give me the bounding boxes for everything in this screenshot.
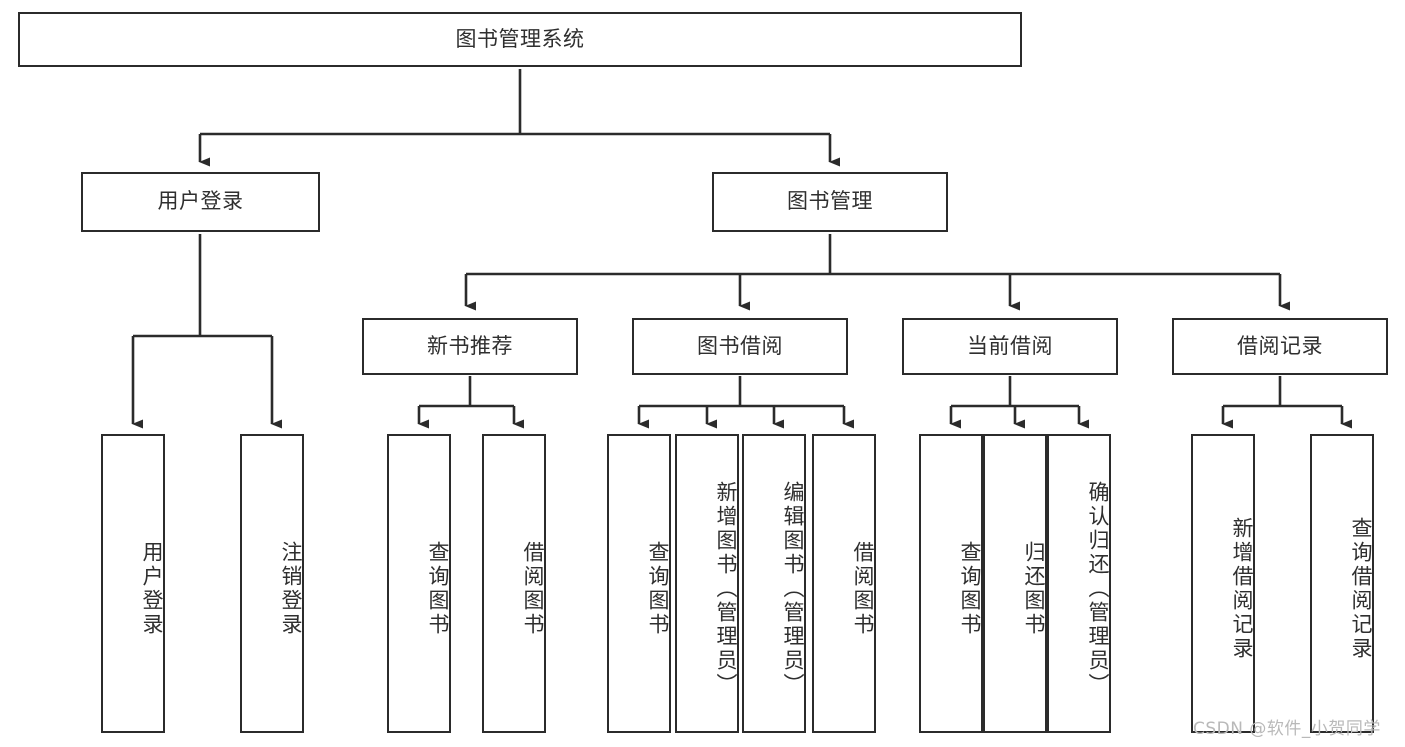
node-label: 新增图书（管理员） bbox=[714, 480, 738, 697]
node-label: 注销登录 bbox=[279, 540, 303, 637]
leaf-query-borrow-record[interactable]: 查询借阅记录 bbox=[1310, 434, 1374, 733]
node-label: 查询图书 bbox=[958, 540, 982, 637]
node-label: 图书借阅 bbox=[697, 333, 783, 358]
node-label: 查询图书 bbox=[426, 540, 450, 637]
node-label: 当前借阅 bbox=[967, 333, 1053, 358]
leaf-borrow-book[interactable]: 借阅图书 bbox=[812, 434, 876, 733]
leaf-add-borrow-record[interactable]: 新增借阅记录 bbox=[1191, 434, 1255, 733]
leaf-add-book-admin[interactable]: 新增图书（管理员） bbox=[675, 434, 739, 733]
node-label: 借阅记录 bbox=[1237, 333, 1323, 358]
node-user-login[interactable]: 用户登录 bbox=[81, 172, 320, 232]
node-label: 新增借阅记录 bbox=[1230, 516, 1254, 661]
node-label: 用户登录 bbox=[157, 189, 244, 214]
leaf-edit-book-admin[interactable]: 编辑图书（管理员） bbox=[742, 434, 806, 733]
node-book-borrow[interactable]: 图书借阅 bbox=[632, 318, 848, 375]
leaf-user-login[interactable]: 用户登录 bbox=[101, 434, 165, 733]
leaf-logout[interactable]: 注销登录 bbox=[240, 434, 304, 733]
watermark: CSDN @软件_小贺同学 bbox=[1193, 719, 1381, 739]
leaf-query-book-recommend[interactable]: 查询图书 bbox=[387, 434, 451, 733]
node-root-system[interactable]: 图书管理系统 bbox=[18, 12, 1022, 67]
node-label: 确认归还（管理员） bbox=[1086, 480, 1110, 697]
node-label: 查询借阅记录 bbox=[1349, 516, 1373, 661]
node-current-borrow[interactable]: 当前借阅 bbox=[902, 318, 1118, 375]
node-label: 查询图书 bbox=[646, 540, 670, 637]
leaf-confirm-return-admin[interactable]: 确认归还（管理员） bbox=[1047, 434, 1111, 733]
leaf-query-book-current[interactable]: 查询图书 bbox=[919, 434, 983, 733]
node-label: 图书管理系统 bbox=[455, 26, 585, 51]
node-label: 图书管理 bbox=[787, 189, 873, 214]
node-label: 用户登录 bbox=[140, 540, 164, 637]
node-label: 新书推荐 bbox=[427, 333, 513, 358]
node-label: 借阅图书 bbox=[851, 540, 875, 637]
leaf-return-book[interactable]: 归还图书 bbox=[983, 434, 1047, 733]
node-label: 借阅图书 bbox=[521, 540, 545, 637]
leaf-query-book-borrow[interactable]: 查询图书 bbox=[607, 434, 671, 733]
node-label: 归还图书 bbox=[1022, 540, 1046, 637]
node-new-book-recommend[interactable]: 新书推荐 bbox=[362, 318, 578, 375]
leaf-borrow-book-recommend[interactable]: 借阅图书 bbox=[482, 434, 546, 733]
node-label: 编辑图书（管理员） bbox=[781, 480, 805, 697]
node-borrow-records[interactable]: 借阅记录 bbox=[1172, 318, 1388, 375]
node-book-management[interactable]: 图书管理 bbox=[712, 172, 948, 232]
